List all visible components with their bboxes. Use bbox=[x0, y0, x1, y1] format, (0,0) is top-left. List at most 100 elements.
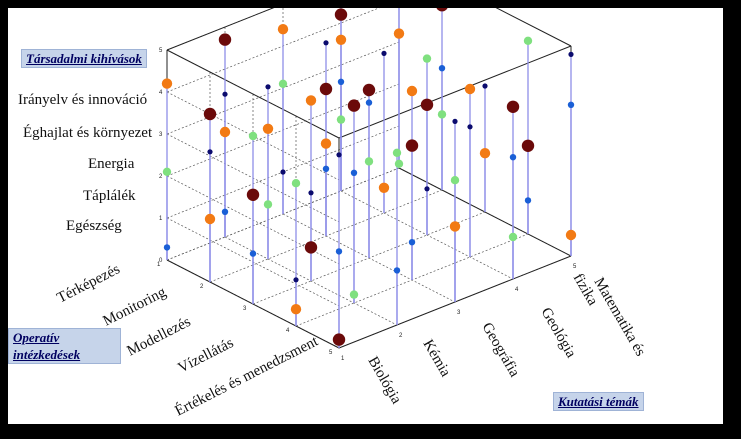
y-category-label: Modellezés bbox=[125, 314, 194, 360]
data-point-maroon bbox=[319, 82, 333, 96]
data-point-maroon bbox=[521, 139, 535, 152]
z-axis-title: Társadalmi kihívások bbox=[21, 49, 147, 68]
x-category-label: Geográfia bbox=[479, 320, 523, 380]
x-tick-label: 2 bbox=[399, 333, 403, 339]
y-category-label: Monitoring bbox=[101, 284, 170, 330]
data-point-green bbox=[336, 115, 346, 124]
data-point-blue bbox=[524, 197, 532, 204]
z-category-label: Éghajlat és környezet bbox=[23, 124, 153, 141]
x-axis-title: Kutatási témák bbox=[553, 392, 644, 411]
data-point-navy bbox=[467, 124, 473, 130]
z-category-label: Irányelv és innováció bbox=[18, 92, 147, 108]
data-point-navy bbox=[336, 152, 342, 158]
data-point-green bbox=[248, 131, 258, 141]
data-point-navy bbox=[452, 118, 458, 124]
z-tick-label: 0 bbox=[159, 258, 163, 264]
data-point-blue bbox=[567, 101, 575, 109]
data-point-blue bbox=[322, 165, 330, 172]
x-category-label: Geológia bbox=[538, 305, 580, 361]
data-point-navy bbox=[568, 51, 574, 58]
data-point-green bbox=[450, 176, 460, 185]
data-point-orange bbox=[204, 213, 216, 225]
box-edge bbox=[338, 45, 572, 139]
z-tick-label: 3 bbox=[159, 132, 163, 138]
data-point-green bbox=[422, 54, 432, 63]
data-point-orange bbox=[393, 28, 405, 39]
data-point-green bbox=[162, 167, 172, 176]
data-point-orange bbox=[161, 78, 173, 89]
box-edge bbox=[166, 8, 275, 51]
x-tick-label: 5 bbox=[573, 264, 577, 270]
x-tick-label: 3 bbox=[457, 310, 461, 316]
data-point-orange bbox=[406, 85, 418, 97]
data-point-maroon bbox=[436, 8, 448, 12]
data-point-blue bbox=[337, 78, 345, 86]
data-point-orange bbox=[277, 24, 289, 35]
data-point-blue bbox=[249, 250, 257, 257]
x-category-label: Biológia bbox=[365, 354, 405, 407]
data-point-maroon bbox=[420, 98, 434, 112]
data-point-navy bbox=[293, 277, 299, 283]
axis-category-labels: Egészség Táplálék Energia Éghajlat és körny… bbox=[18, 92, 648, 420]
data-point-green bbox=[523, 36, 533, 45]
data-point-green bbox=[508, 232, 518, 242]
data-point-navy bbox=[265, 84, 271, 90]
data-point-green bbox=[291, 179, 301, 188]
data-point-blue bbox=[350, 169, 358, 176]
y-tick-label: 3 bbox=[243, 306, 247, 312]
data-point-navy bbox=[381, 50, 387, 57]
data-point-green bbox=[392, 148, 402, 157]
data-points bbox=[161, 8, 577, 346]
z-tick-label: 4 bbox=[159, 90, 163, 96]
z-tick-label: 5 bbox=[159, 48, 163, 54]
data-point-orange bbox=[449, 221, 461, 232]
data-point-maroon bbox=[246, 188, 260, 201]
data-point-blue bbox=[221, 208, 229, 215]
x-category-label: Matematika ésfizika bbox=[570, 263, 649, 367]
y-category-label: Vízellátás bbox=[176, 335, 237, 377]
z-category-label: Energia bbox=[88, 156, 135, 172]
data-point-maroon bbox=[334, 8, 348, 21]
data-point-orange bbox=[320, 138, 332, 149]
data-point-orange bbox=[335, 34, 347, 45]
data-point-blue bbox=[408, 239, 416, 246]
y-tick-label: 4 bbox=[286, 328, 290, 334]
data-point-maroon bbox=[405, 139, 419, 152]
data-point-maroon bbox=[362, 83, 376, 97]
box-edge bbox=[495, 8, 572, 47]
z-tick-label: 1 bbox=[159, 216, 163, 222]
data-point-navy bbox=[222, 91, 228, 97]
data-point-blue bbox=[365, 99, 373, 106]
z-tick-label: 2 bbox=[159, 174, 163, 180]
data-point-orange bbox=[464, 83, 476, 95]
z-category-label: Egészség bbox=[66, 218, 122, 234]
y-category-label: Térképezés bbox=[55, 261, 123, 306]
stem-lines bbox=[166, 8, 572, 348]
y-category-label: Értékelés és menedzsment bbox=[172, 332, 321, 419]
data-point-navy bbox=[308, 190, 314, 196]
data-point-maroon bbox=[347, 99, 361, 112]
y-tick-label: 1 bbox=[157, 262, 161, 268]
data-point-maroon bbox=[203, 107, 217, 121]
data-point-navy bbox=[280, 169, 286, 175]
data-point-navy bbox=[424, 186, 430, 192]
data-point-green bbox=[437, 110, 447, 119]
data-point-orange bbox=[479, 148, 491, 159]
data-point-green bbox=[364, 157, 374, 166]
data-point-green bbox=[349, 290, 359, 299]
data-point-navy bbox=[207, 149, 213, 155]
data-point-navy bbox=[482, 83, 488, 89]
x-category-label: Kémia bbox=[420, 337, 454, 380]
data-point-maroon bbox=[506, 100, 520, 114]
data-point-blue bbox=[163, 244, 171, 251]
data-point-orange bbox=[305, 95, 317, 106]
z-category-label: Táplálék bbox=[83, 188, 136, 204]
data-point-navy bbox=[323, 40, 329, 46]
data-point-orange bbox=[262, 123, 274, 134]
data-point-blue bbox=[438, 65, 446, 72]
data-point-orange bbox=[378, 182, 390, 193]
